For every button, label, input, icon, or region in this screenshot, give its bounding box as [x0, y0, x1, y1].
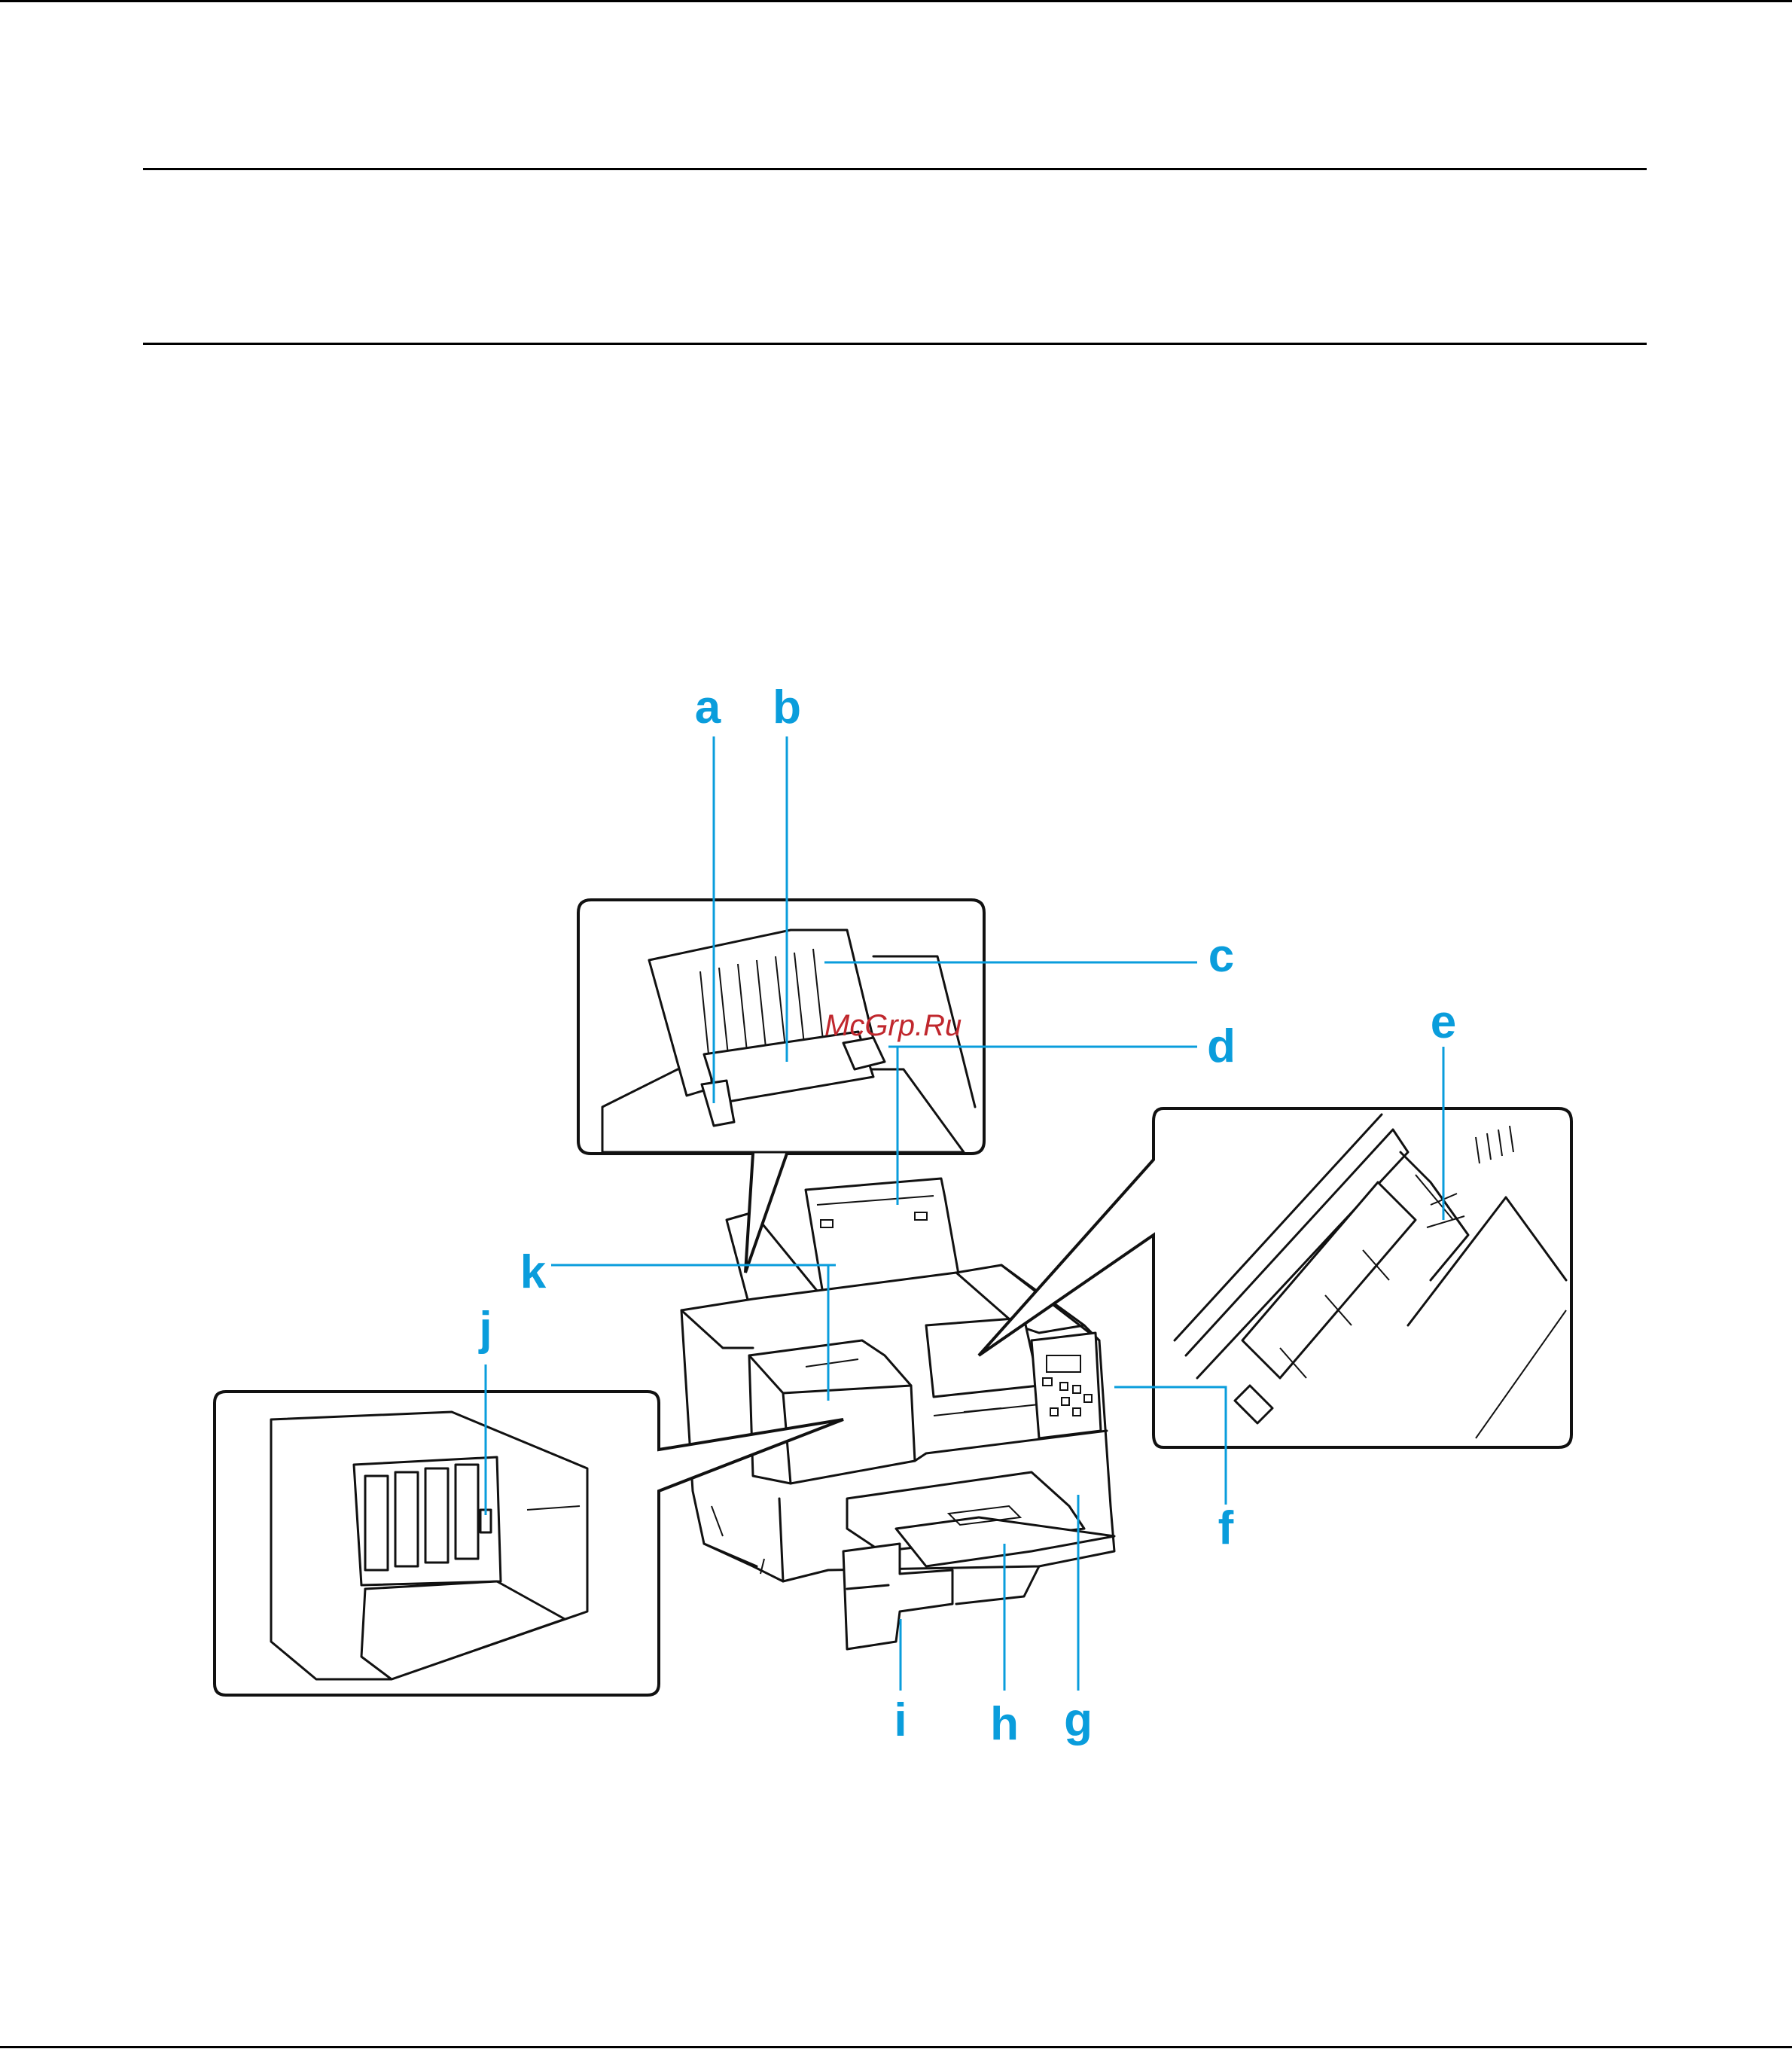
callout-c: c — [1208, 930, 1234, 982]
callout-e: e — [1431, 996, 1456, 1048]
callout-a: a — [695, 681, 721, 733]
callout-h: h — [990, 1698, 1019, 1750]
callout-d: d — [1207, 1020, 1236, 1072]
cartridge-1 — [365, 1476, 388, 1570]
callout-j: j — [478, 1303, 492, 1355]
callout-g: g — [1064, 1694, 1093, 1746]
control-panel — [1032, 1333, 1101, 1438]
ink-cartridge-cover — [749, 1340, 915, 1483]
callout-f: f — [1218, 1502, 1234, 1554]
callout-i: i — [894, 1694, 907, 1746]
watermark-text: McGrp.Ru — [824, 1009, 962, 1042]
cartridge-4 — [456, 1465, 478, 1559]
cartridge-3 — [425, 1468, 448, 1563]
cartridge-2 — [395, 1472, 418, 1566]
callout-k: k — [520, 1246, 547, 1298]
callout-b: b — [773, 681, 801, 733]
